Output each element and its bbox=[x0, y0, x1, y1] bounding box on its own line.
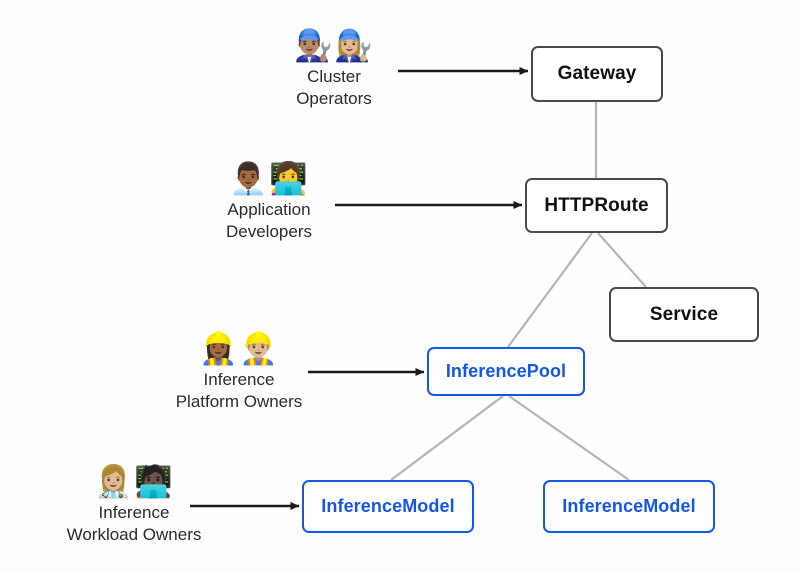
persona-label-line-2: Workload Owners bbox=[66, 525, 202, 544]
persona-application-developers: 👨🏾‍💼👩‍💻 Application Developers bbox=[208, 160, 330, 242]
edge-inferencepool-model-2 bbox=[508, 395, 630, 481]
persona-label-line-1: Application bbox=[227, 200, 311, 219]
persona-inference-platform-owners: 👷🏾‍♀️👷🏼‍♂️ Inference Platform Owners bbox=[163, 330, 315, 412]
persona-inference-workload-owners: 👩🏼‍⚕️🧑🏿‍💻 Inference Workload Owners bbox=[44, 463, 224, 545]
mechanic-people-icon: 👨🏽‍🔧👩🏼‍🔧 bbox=[294, 28, 374, 63]
edge-inferencepool-model-1 bbox=[390, 395, 504, 481]
node-httproute[interactable]: HTTPRoute bbox=[525, 178, 668, 233]
edge-httproute-service bbox=[597, 232, 647, 288]
persona-label-line-1: Cluster bbox=[307, 67, 361, 86]
persona-cluster-operators: 👨🏽‍🔧👩🏼‍🔧 Cluster Operators bbox=[273, 27, 395, 109]
node-service[interactable]: Service bbox=[609, 287, 759, 342]
persona-label-line-1: Inference bbox=[203, 370, 275, 389]
office-worker-technologist-people-icon: 👨🏾‍💼👩‍💻 bbox=[229, 161, 309, 196]
node-inferencemodel-1[interactable]: InferenceModel bbox=[302, 480, 474, 533]
edge-httproute-inferencepool bbox=[507, 232, 593, 348]
persona-label-line-2: Platform Owners bbox=[175, 392, 303, 411]
node-inferencepool[interactable]: InferencePool bbox=[427, 347, 585, 396]
construction-worker-people-icon: 👷🏾‍♀️👷🏼‍♂️ bbox=[199, 331, 279, 366]
persona-label-line-1: Inference bbox=[98, 503, 170, 522]
health-worker-technologist-people-icon: 👩🏼‍⚕️🧑🏿‍💻 bbox=[94, 464, 174, 499]
node-gateway[interactable]: Gateway bbox=[531, 46, 663, 102]
node-inferencemodel-2[interactable]: InferenceModel bbox=[543, 480, 715, 533]
persona-label-line-2: Operators bbox=[296, 89, 372, 108]
persona-label-line-2: Developers bbox=[226, 222, 312, 241]
